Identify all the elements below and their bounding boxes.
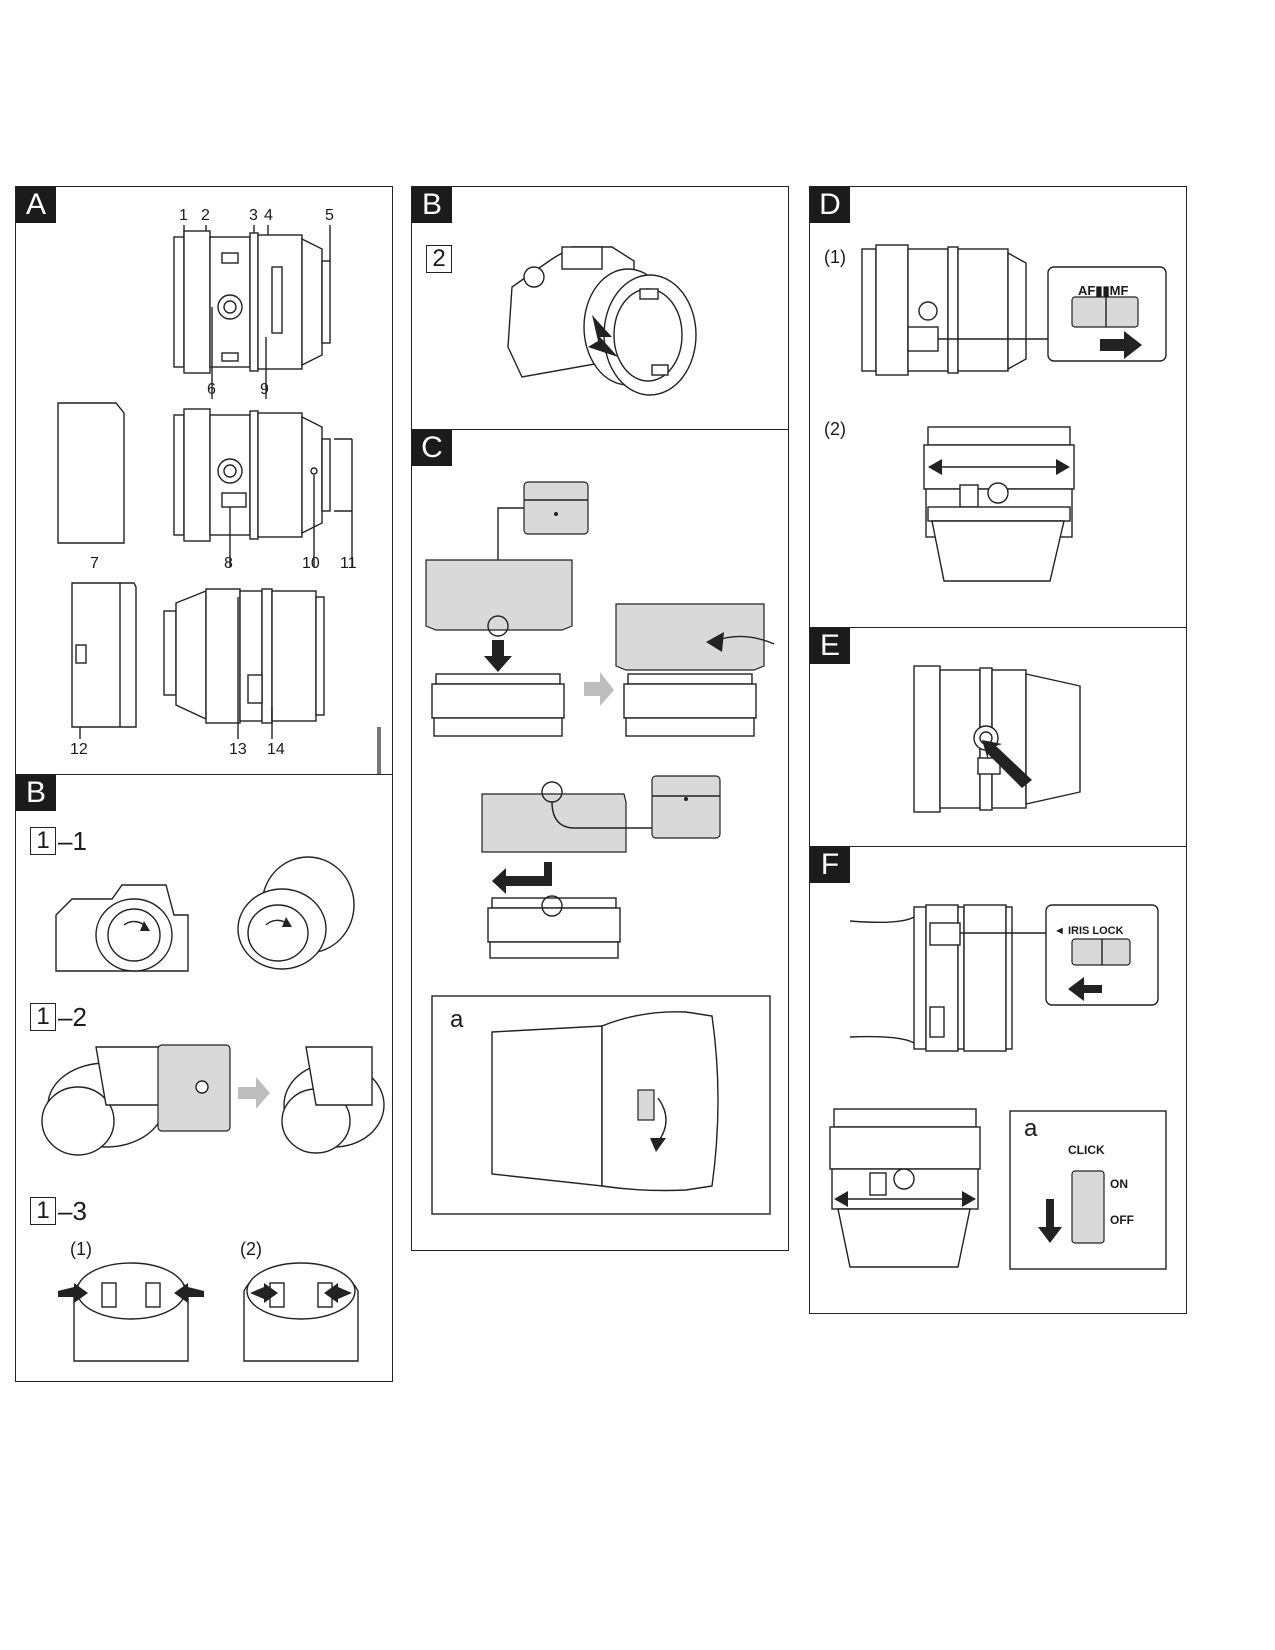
step-1-2-number: 1 [30,1003,56,1031]
callout-10: 10 [302,555,320,572]
step-2-label: 2 [426,245,454,273]
panel-c-tag: C [412,430,452,466]
af-mf-switch-diagram [861,244,1167,582]
callout-5: 5 [325,207,334,224]
callout-2: 2 [201,207,210,224]
panel-d-sub-2: (2) [824,419,846,439]
panel-d-tag: D [810,187,850,223]
panel-d: D (1) (2) AF▮▮MF [809,186,1187,628]
iris-lock-click-diagram [829,904,1167,1270]
panel-d-sub-1: (1) [824,247,846,267]
hood-attach-diagram [425,481,775,1215]
inset-a-label: a [450,1006,464,1033]
step-1-3-sub-2: (2) [240,1239,262,1259]
callout-3: 3 [249,207,258,224]
click-label: CLICK [1068,1143,1105,1157]
panel-b-steps: B 1 –1 1 –2 1 –3 (1) (2) [15,774,393,1382]
step-1-1-label: 1 –1 [30,827,87,855]
step-1-3-label: 1 –3 [30,1197,87,1225]
panel-a-tag: A [16,187,56,223]
panel-b-steps-tag: B [16,775,56,811]
iris-lock-label: ◄ IRIS LOCK [1054,925,1124,937]
panel-c: C [411,429,789,1251]
step-1-2-label: 1 –2 [30,1003,87,1031]
lens-front-diagram [57,225,381,777]
callout-14: 14 [267,741,285,758]
callout-4: 4 [264,207,273,224]
focus-hold-button-diagram [913,665,1081,813]
step-1-illustrations [41,856,385,1362]
callout-7: 7 [90,555,99,572]
camera-with-lens-diagram [507,246,697,396]
panel-e: E [809,627,1187,847]
callout-12: 12 [70,741,88,758]
af-mf-switch-label: AF▮▮MF [1078,283,1129,298]
click-off-label: OFF [1110,1213,1134,1227]
step-2-number: 2 [426,245,452,273]
step-1-1-suffix: –1 [58,826,87,856]
panel-b-mount-tag: B [412,187,452,223]
step-1-3-sub-1: (1) [70,1239,92,1259]
step-1-3-number: 1 [30,1197,56,1225]
step-1-1-number: 1 [30,827,56,855]
callout-9: 9 [260,381,269,398]
panel-f: F ◄ IRIS LOCK a CLICK ON OFF [809,846,1187,1314]
callout-13: 13 [229,741,247,758]
click-on-label: ON [1110,1177,1128,1191]
panel-e-tag: E [810,628,850,664]
step-1-2-suffix: –2 [58,1002,87,1032]
step-1-3-suffix: –3 [58,1196,87,1226]
panel-a: A 1 2 3 4 5 6 9 7 8 10 11 12 13 14 [15,186,393,777]
callout-1: 1 [179,207,188,224]
callout-8: 8 [224,555,233,572]
panel-f-tag: F [810,847,850,883]
inset-f-a-label: a [1024,1115,1038,1142]
panel-b-mount: B 2 [411,186,789,431]
